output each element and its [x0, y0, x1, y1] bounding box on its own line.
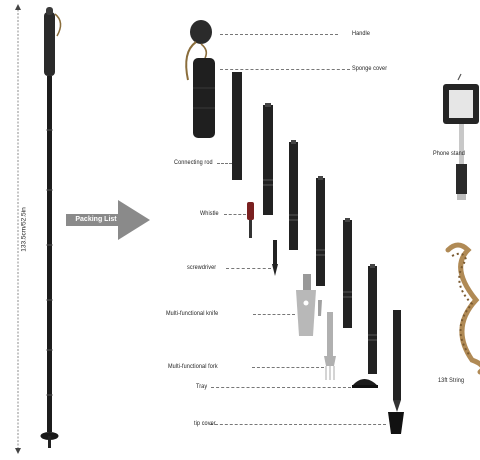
tip-cover-label: tip cover [194, 420, 216, 427]
handle-leader [220, 34, 338, 35]
knife-leader [253, 314, 295, 315]
tray-part [352, 379, 378, 388]
connecting-rod-leader [217, 163, 232, 164]
packing-list-arrow-label-wrap: Packing List [64, 198, 152, 242]
tray-label: Tray [196, 383, 208, 390]
packing-list-label: Packing List [75, 216, 117, 223]
screwdriver-part [272, 240, 278, 276]
string-part [445, 242, 480, 375]
sponge-cover-part [193, 58, 215, 138]
screwdriver-leader [226, 268, 271, 269]
pole-length-label: 133.5cm/52.5in [20, 207, 28, 252]
fork-part [324, 312, 336, 380]
knife-part [296, 274, 322, 336]
handle-label: Handle [352, 30, 371, 37]
fork-label: Multi-functional fork [168, 363, 218, 370]
tray-leader [211, 387, 351, 388]
phone-stand-label: Phone stand [433, 150, 465, 157]
sponge-cover-leader [220, 69, 350, 70]
sponge-cover-label: Sponge cover [352, 65, 388, 72]
screwdriver-label: screwdriver [187, 264, 217, 271]
packing-list-arrow [66, 200, 150, 240]
handle-part [185, 20, 212, 81]
whistle-label: Whistle [200, 210, 219, 217]
assembled-pole [40, 7, 62, 448]
whistle-leader [224, 214, 246, 215]
fork-leader [252, 367, 324, 368]
dimension-line [15, 4, 21, 454]
tip-cover-leader [210, 424, 386, 425]
knife-label: Multi-functional knife [166, 310, 219, 317]
tip-cover-part [388, 412, 404, 434]
connecting-rod-label: Connecting rod [174, 159, 213, 166]
pole-segments [232, 72, 401, 412]
phone-stand-part [443, 73, 479, 200]
whistle-part [247, 202, 254, 238]
string-label: 13ft String [438, 377, 465, 384]
